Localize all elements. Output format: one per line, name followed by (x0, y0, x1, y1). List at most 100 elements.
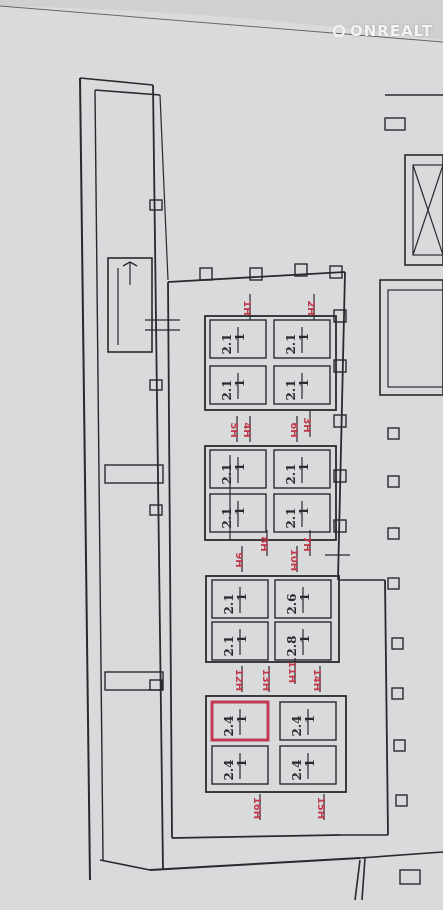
storage-cell-frame (209, 365, 267, 405)
storage-cell-frame (211, 621, 269, 661)
cell-label-bottom: 2.1 (284, 334, 298, 355)
storage-cell-frame (273, 319, 331, 359)
outer-wall-bottom-right (359, 851, 443, 859)
outer-column-5 (391, 687, 404, 700)
room-mark-label: 4Н (241, 422, 252, 437)
cell-label-top: 1 (233, 463, 247, 471)
shaft-box (404, 154, 443, 266)
room-right-wall-lower (384, 579, 389, 836)
cell-label-bottom: 2.1 (222, 594, 236, 615)
cell-block-4 (205, 695, 347, 793)
storage-cell-1: 12.1 (209, 319, 267, 359)
corridor-niche-2 (149, 504, 163, 516)
room-left-wall (167, 281, 173, 839)
room-mark-label: 9Н (233, 552, 244, 567)
stair-box (107, 257, 153, 353)
outer-wall-bottom (149, 857, 361, 871)
cell-label-top: 1 (233, 379, 247, 387)
cell-label-bottom: 2.1 (284, 508, 298, 529)
cell-label-bottom: 2.1 (284, 380, 298, 401)
right-column-4 (333, 519, 347, 533)
room-mark-8: 7Н (301, 530, 312, 556)
outer-wall-top-inner (94, 89, 161, 96)
cell-label-bottom: 2.1 (220, 508, 234, 529)
cell-label-bottom: 2.8 (285, 636, 299, 657)
cell-label-top: 1 (303, 715, 317, 723)
storage-cell-frame (273, 449, 331, 489)
storage-cell-15: 12.4 (211, 745, 269, 785)
room-mark-label: 10Н (288, 549, 299, 571)
storage-cell-4: 12.1 (273, 365, 331, 405)
cell-label-top: 1 (233, 507, 247, 515)
cell-label-top: 1 (235, 759, 249, 767)
cell-label-bottom: 2.4 (222, 760, 236, 781)
storage-cell-frame (274, 621, 332, 661)
upper-right-stub (384, 117, 406, 131)
wall-corner-bottom (99, 859, 151, 871)
cell-label-top: 1 (298, 635, 312, 643)
room-mark-label: 13Н (260, 669, 271, 691)
room-mark-16: 15Н (315, 794, 326, 820)
outer-column-1 (387, 475, 400, 488)
storage-cell-11: 12.1 (211, 621, 269, 661)
room-mark-7: 8Н (258, 530, 269, 556)
room-mark-6: 6Н (288, 416, 299, 442)
room-mark-label: 3Н (301, 417, 312, 432)
bottom-right-niche (399, 869, 421, 885)
page-edge-line (0, 5, 443, 43)
room-mark-10: 10Н (288, 546, 299, 572)
bottom-wall-stub (354, 859, 361, 901)
corridor-niche-0 (149, 199, 163, 211)
outer-column-6 (393, 739, 406, 752)
cell-label-bottom: 2.1 (220, 464, 234, 485)
storage-cell-frame (210, 700, 270, 742)
corridor-niche-1 (149, 379, 163, 391)
cell-block-3 (205, 575, 340, 663)
cell-label-bottom: 2.1 (222, 636, 236, 657)
room-mark-14: 14Н (311, 666, 322, 692)
storage-cell-frame (209, 319, 267, 359)
room-mark-label: 2Н (305, 300, 316, 315)
outer-wall-left (79, 77, 91, 881)
cell-block-1 (204, 315, 337, 411)
cell-label-top: 1 (297, 379, 311, 387)
room-bottom-wall (171, 834, 341, 839)
wall-opening-mid (104, 464, 164, 484)
room-mark-label: 7Н (301, 536, 312, 551)
storage-cell-16: 12.4 (279, 745, 337, 785)
watermark-text: ONREALT (349, 22, 433, 40)
cell-label-top: 1 (233, 333, 247, 341)
shaft-inner (412, 164, 443, 256)
outer-column-4 (391, 637, 404, 650)
room-mark-11: 12Н (233, 666, 244, 692)
corridor-wall (152, 84, 164, 871)
storage-cell-2: 12.1 (273, 319, 331, 359)
storage-cell-frame (279, 745, 337, 785)
storage-cell-frame (273, 493, 331, 533)
top-stub-3 (329, 265, 343, 279)
right-column-3 (333, 469, 347, 483)
room-mark-label: 15Н (315, 797, 326, 819)
cell-label-bottom: 2.1 (220, 334, 234, 355)
watermark-logo-icon (332, 25, 345, 37)
cell-label-bottom: 2.6 (285, 594, 299, 615)
outer-wall-left-inner (94, 89, 104, 861)
room-mark-label: 1Н (241, 300, 252, 315)
top-stub-0 (199, 267, 213, 281)
storage-cell-frame (209, 493, 267, 533)
room-mark-3: 4Н (241, 416, 252, 442)
cell-label-bottom: 2.4 (290, 716, 304, 737)
cell-label-top: 1 (297, 507, 311, 515)
corridor-wall-inner (159, 94, 169, 281)
cell-label-top: 1 (303, 759, 317, 767)
outer-column-0 (387, 427, 400, 440)
top-stub-2 (294, 263, 308, 277)
storage-cell-10: 12.6 (274, 579, 332, 619)
room-mark-label: 5Н (228, 422, 239, 437)
room-mark-2: 2Н (305, 294, 316, 320)
storage-cell-frame (274, 579, 332, 619)
cell-label-top: 1 (297, 463, 311, 471)
cell-label-top: 1 (297, 333, 311, 341)
